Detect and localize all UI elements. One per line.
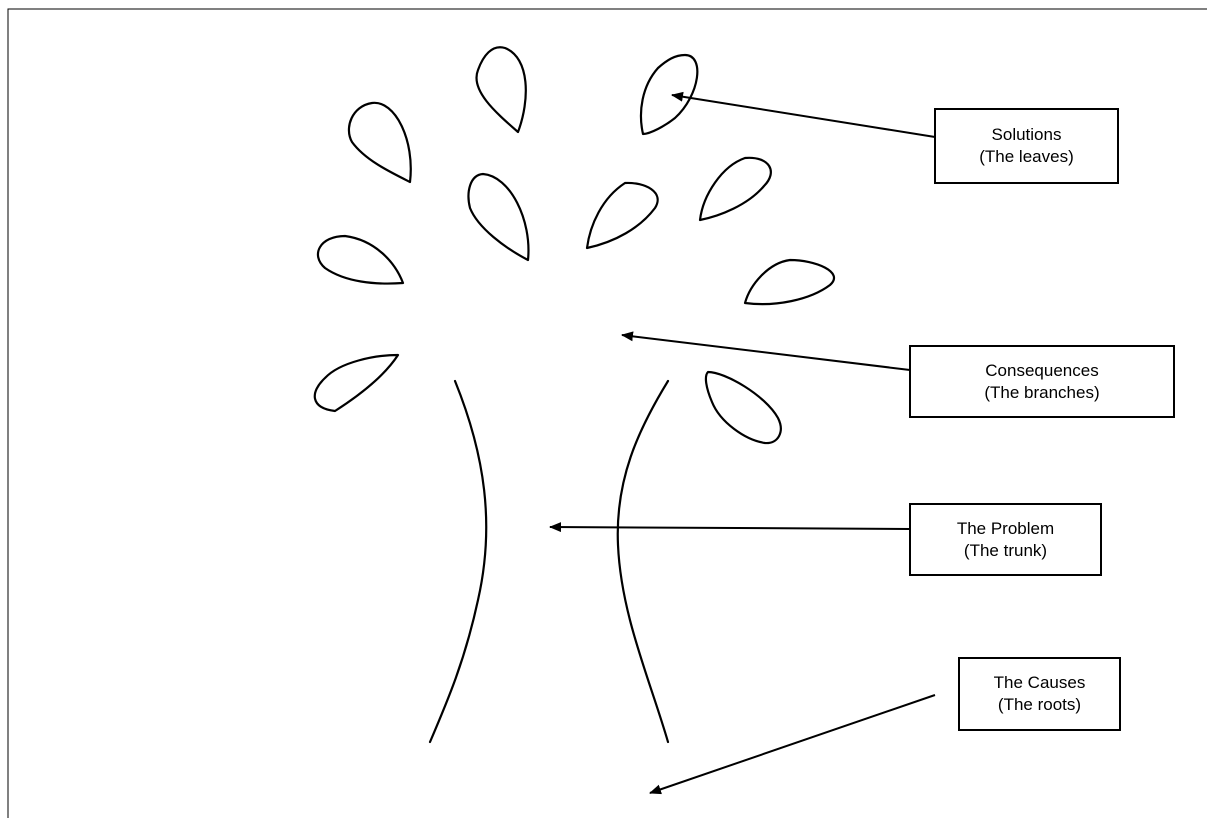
leaf-shape (698, 156, 772, 222)
leaf-shape (639, 53, 699, 136)
arrows-group (549, 91, 936, 795)
label-consequences: Consequences (The branches) (909, 345, 1175, 418)
leaf-shape (316, 234, 405, 285)
trunk-right-line (616, 379, 670, 744)
label-causes: The Causes (The roots) (958, 657, 1121, 731)
leaf-shape (585, 181, 659, 250)
label-causes-title: The Causes (993, 673, 1086, 692)
label-causes-subtitle: (The roots) (997, 695, 1082, 714)
label-consequences-subtitle: (The branches) (984, 382, 1100, 402)
arrow-causes (649, 694, 936, 795)
leaf-shape (467, 172, 530, 262)
label-consequences-title: Consequences (985, 360, 1099, 380)
label-solutions: Solutions (The leaves) (934, 108, 1119, 184)
leaves-group (313, 46, 835, 445)
leaf-shape (347, 101, 412, 184)
page-frame (7, 8, 1207, 818)
leaf-shape (475, 46, 527, 134)
trunk-left-line (428, 379, 488, 744)
label-problem-title: The Problem (956, 518, 1055, 538)
leaf-shape (743, 258, 835, 306)
label-solutions-subtitle: (The leaves) (979, 147, 1074, 166)
label-problem: The Problem (The trunk) (909, 503, 1102, 576)
trunk-group (428, 379, 670, 744)
leaf-shape (704, 370, 782, 445)
arrow-problem (549, 522, 911, 533)
leaf-shape (313, 353, 400, 413)
arrow-solutions (671, 91, 936, 138)
arrow-consequences (621, 331, 911, 371)
label-problem-subtitle: (The trunk) (963, 540, 1048, 560)
label-solutions-title: Solutions (991, 125, 1062, 144)
